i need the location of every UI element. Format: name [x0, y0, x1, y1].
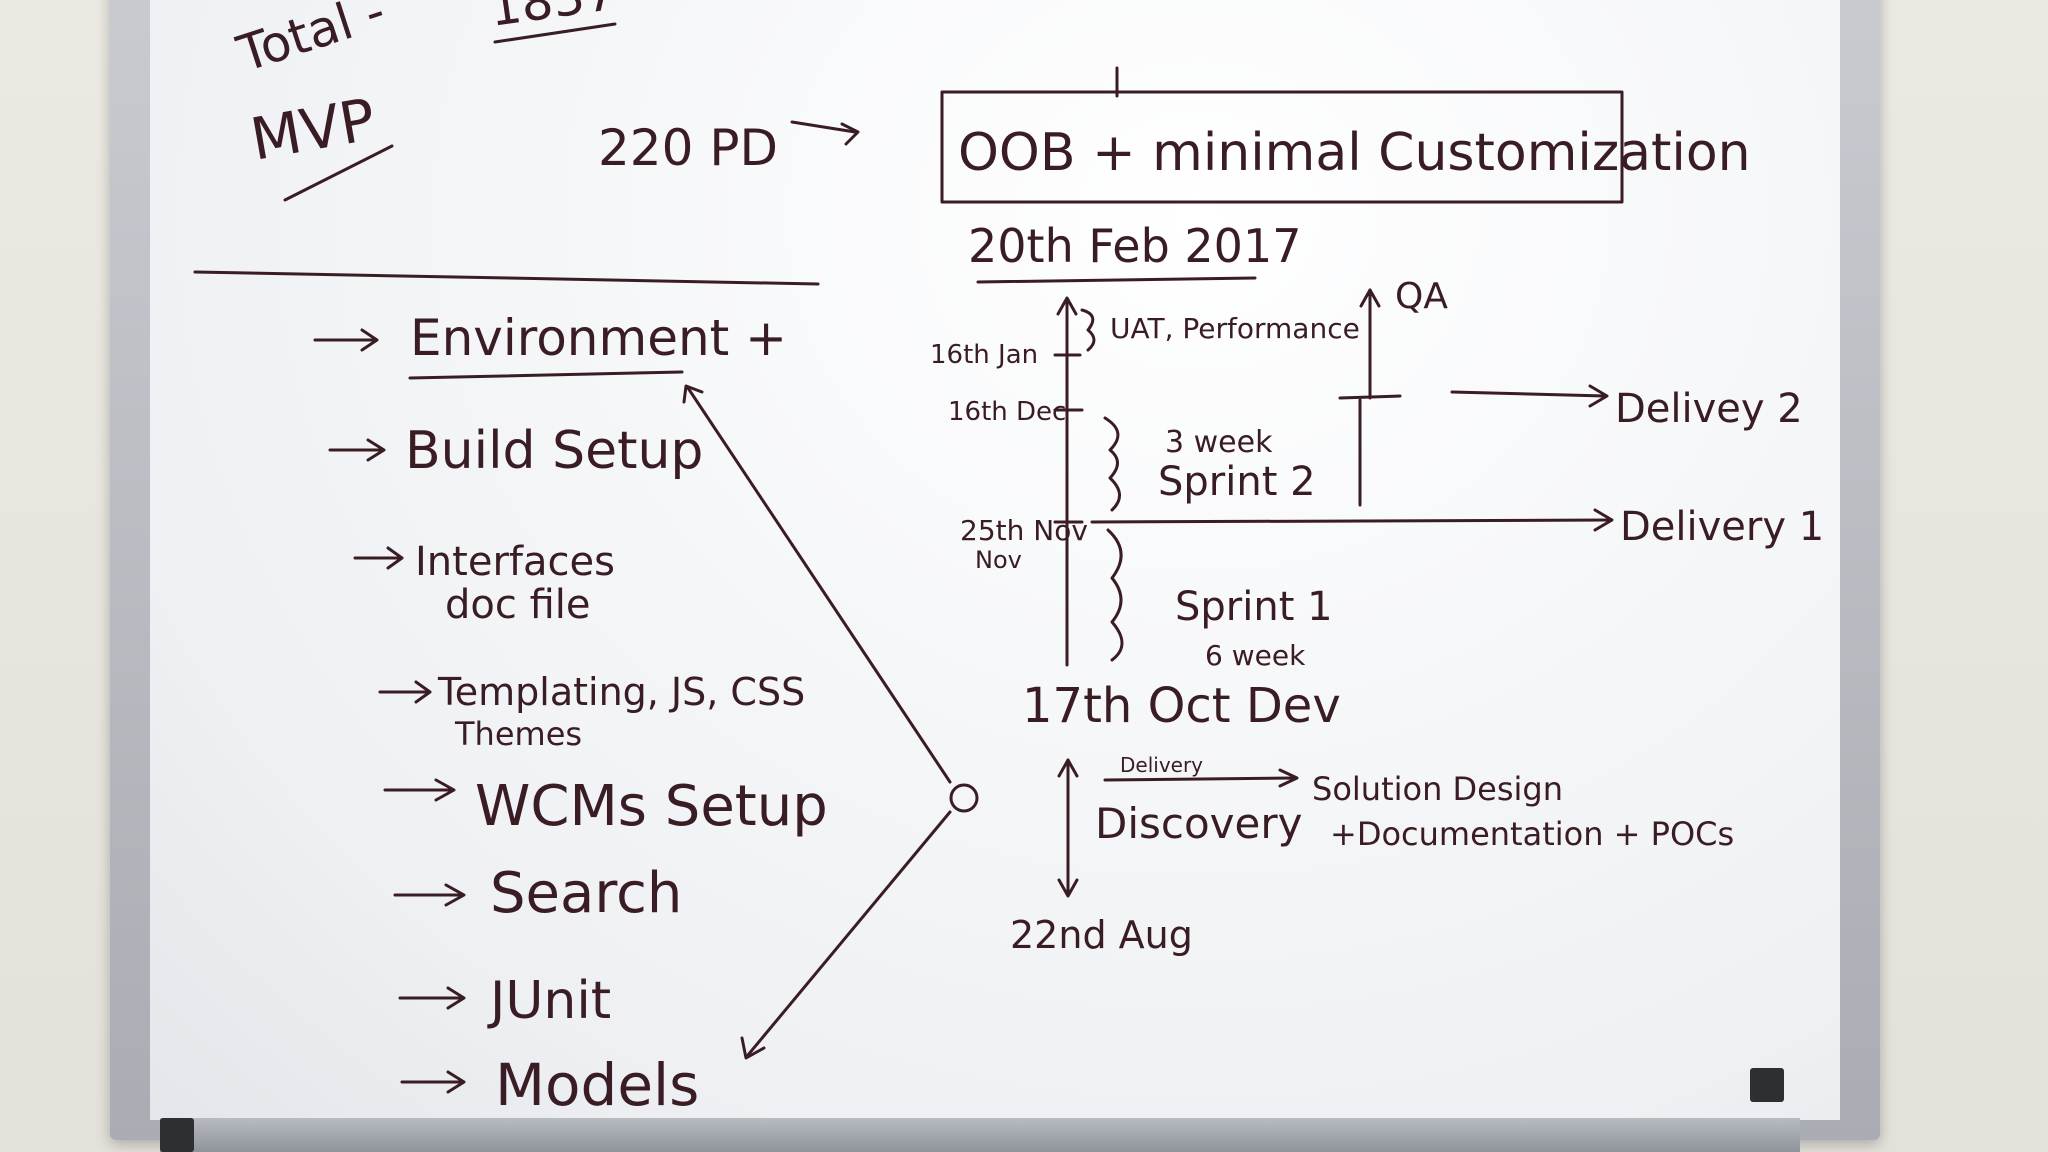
milestone-25-nov-month: Nov	[975, 546, 1022, 574]
task-arrow	[353, 546, 404, 570]
mvp-effort: 220 PD	[598, 119, 778, 177]
bracket-arrowhead-top	[682, 384, 704, 404]
task-arrow	[393, 883, 466, 907]
sprint1-length: 6 week	[1205, 639, 1306, 672]
deadline-underline	[976, 276, 1257, 284]
task-themes: Themes	[454, 715, 582, 753]
solution-design: Solution Design	[1312, 770, 1563, 808]
qa-tick	[1338, 394, 1402, 400]
sprint2-length: 3 week	[1165, 425, 1273, 460]
sprint1-label: Sprint 1	[1175, 584, 1333, 630]
deadline-date: 20th Feb 2017	[968, 219, 1301, 273]
uat-performance: UAT, Performance	[1110, 312, 1360, 345]
sprint2-label: Sprint 2	[1158, 459, 1316, 505]
task-environment-underline	[408, 370, 684, 380]
task-arrow	[378, 680, 432, 704]
task-interfaces: Interfaces	[415, 539, 615, 585]
frame-corner-left	[160, 1118, 194, 1152]
sprint1-brace	[1106, 528, 1124, 662]
effort-arrow	[790, 120, 857, 134]
sprint2-brace	[1103, 416, 1121, 512]
milestone-16-jan: 16th Jan	[930, 340, 1038, 370]
task-models: Models	[495, 1051, 699, 1119]
delivery2-line	[1450, 390, 1607, 398]
task-arrow	[383, 778, 456, 802]
frame-corner-right	[1750, 1068, 1784, 1102]
marker-tray	[160, 1118, 1800, 1152]
delivery-small-arrow	[1103, 776, 1297, 782]
milestone-25-nov: 25th Nov	[960, 514, 1088, 547]
delivery1-arrowhead	[1593, 508, 1614, 532]
grouping-bracket	[686, 386, 952, 1057]
delivery1-label: Delivery 1	[1620, 504, 1824, 550]
task-arrow	[400, 1070, 466, 1094]
uat-brace	[1080, 308, 1096, 352]
task-arrow	[313, 328, 379, 352]
start-date: 17th Oct Dev	[1022, 678, 1341, 734]
task-templating: Templating, JS, CSS	[437, 670, 805, 714]
total-label: Total -	[230, 0, 392, 84]
delivery2-label: Delivey 2	[1615, 386, 1803, 432]
bracket-arrowhead-bottom	[740, 1036, 766, 1060]
mvp-underline	[283, 144, 394, 202]
task-wcms-setup: WCMs Setup	[475, 774, 828, 839]
task-build-setup: Build Setup	[405, 421, 703, 481]
scope-text: OOB + minimal Customization	[958, 123, 1751, 183]
task-junit: JUnit	[487, 971, 611, 1031]
effort-arrowhead	[840, 122, 860, 146]
solution-documentation: +Documentation + POCs	[1330, 815, 1734, 853]
task-arrow	[328, 438, 386, 462]
qa-label: QA	[1395, 276, 1448, 317]
qa-arrowhead	[1359, 288, 1381, 308]
task-environment: Environment +	[410, 309, 787, 367]
task-search: Search	[490, 861, 682, 926]
total-underline	[493, 22, 617, 44]
discovery-span-arrowheads	[1057, 758, 1079, 898]
timeline-axis-arrowhead	[1056, 296, 1078, 316]
task-doc-file: doc file	[445, 582, 591, 628]
delivery-small-label: Delivery	[1120, 753, 1203, 777]
scope-box	[940, 90, 1624, 204]
whiteboard-surface	[150, 0, 1840, 1120]
delivery1-line	[1090, 518, 1612, 524]
delivery2-arrowhead	[1588, 384, 1609, 408]
bracket-node	[949, 783, 979, 813]
discovery-label: Discovery	[1095, 799, 1303, 848]
end-date: 22nd Aug	[1010, 913, 1193, 957]
milestone-16-dec: 16th Dec	[948, 397, 1066, 427]
section-divider	[193, 270, 820, 286]
task-list: Environment + Build Setup Interfaces doc…	[313, 309, 828, 1119]
task-arrow	[398, 986, 466, 1010]
delivery-small-arrowhead	[1278, 768, 1299, 788]
